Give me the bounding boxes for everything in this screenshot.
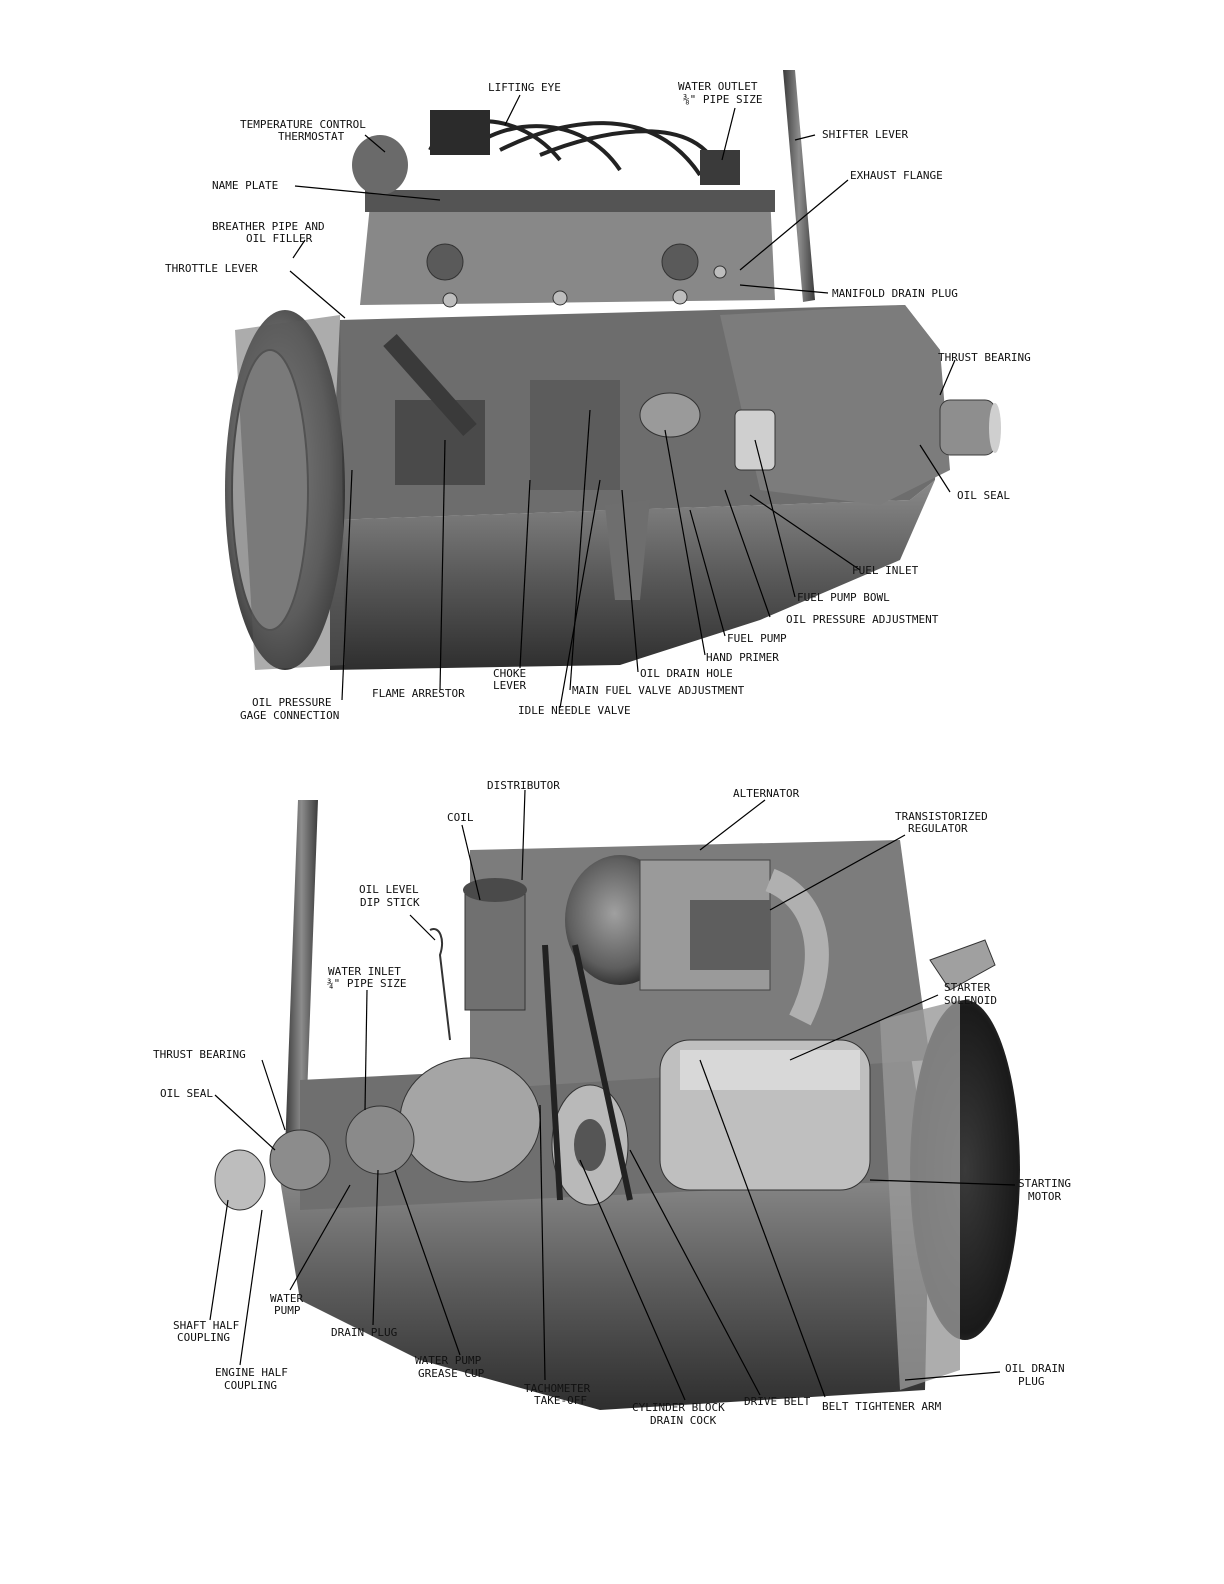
label-oil-seal-bottom: OIL SEAL — [160, 1087, 213, 1100]
leader-lines-bottom — [209, 789, 1016, 1401]
label-thermostat: THERMOSTAT — [278, 130, 345, 143]
label-oil-pressure-adjustment: OIL PRESSURE ADJUSTMENT — [786, 613, 939, 626]
label-shifter-lever: SHIFTER LEVER — [822, 128, 908, 141]
label-water: WATER — [270, 1292, 303, 1305]
label-exhaust-flange: EXHAUST FLANGE — [850, 169, 943, 182]
label-hand-primer: HAND PRIMER — [706, 651, 779, 664]
label-water-outlet: WATER OUTLET — [678, 80, 758, 93]
label-oil-level: OIL LEVEL — [359, 883, 419, 896]
label-water-inlet-size: ¾" PIPE SIZE — [327, 977, 406, 990]
label-fuel-inlet: FUEL INLET — [852, 564, 919, 577]
label-drain-plug: DRAIN PLUG — [331, 1326, 397, 1339]
engine-left-side-photo — [225, 70, 1001, 670]
label-lifting-eye: LIFTING EYE — [488, 81, 561, 94]
label-choke-lever: LEVER — [493, 679, 526, 692]
label-gage-connection: GAGE CONNECTION — [240, 709, 339, 722]
label-name-plate: NAME PLATE — [212, 179, 278, 192]
label-take-off: TAKE-OFF — [534, 1394, 587, 1407]
label-fuel-pump-bowl: FUEL PUMP BOWL — [797, 591, 890, 604]
label-distributor: DISTRIBUTOR — [487, 779, 560, 792]
label-motor: MOTOR — [1028, 1190, 1061, 1203]
label-oil-pressure: OIL PRESSURE — [252, 696, 331, 709]
label-shaft-half: SHAFT HALF — [173, 1319, 239, 1332]
label-water-pump-grease: WATER PUMP — [415, 1354, 482, 1367]
label-breather-pipe: BREATHER PIPE AND — [212, 220, 325, 233]
label-grease-cup: GREASE CUP — [418, 1367, 485, 1380]
label-engine-half: ENGINE HALF — [215, 1366, 288, 1379]
label-drain-cock: DRAIN COCK — [650, 1414, 717, 1427]
label-transistorized: TRANSISTORIZED — [895, 810, 988, 823]
label-thrust-bearing-top: THRUST BEARING — [938, 351, 1031, 364]
label-dip-stick: DIP STICK — [360, 896, 420, 909]
label-pump: PUMP — [274, 1304, 301, 1317]
label-solenoid: SOLENOID — [944, 994, 997, 1007]
label-oil-drain: OIL DRAIN — [1005, 1362, 1065, 1375]
label-cylinder-block: CYLINDER BLOCK — [632, 1401, 725, 1414]
labels-top: LIFTING EYE WATER OUTLET ⅜" PIPE SIZE TE… — [165, 80, 1031, 722]
label-coil: COIL — [447, 811, 474, 824]
label-thrust-bearing-bottom: THRUST BEARING — [153, 1048, 246, 1061]
label-shaft-half-coupling: COUPLING — [177, 1331, 230, 1344]
label-manifold-drain-plug: MANIFOLD DRAIN PLUG — [832, 287, 958, 300]
labels-bottom: DISTRIBUTOR ALTERNATOR TRANSISTORIZED RE… — [153, 779, 1071, 1427]
label-fuel-pump: FUEL PUMP — [727, 632, 787, 645]
label-throttle-lever: THROTTLE LEVER — [165, 262, 258, 275]
label-starting: STARTING — [1018, 1177, 1071, 1190]
label-water-outlet-size: ⅜" PIPE SIZE — [683, 93, 762, 106]
label-drive-belt: DRIVE BELT — [744, 1395, 811, 1408]
label-idle-needle-valve: IDLE NEEDLE VALVE — [518, 704, 631, 717]
label-oil-seal-top: OIL SEAL — [957, 489, 1010, 502]
label-belt-tightener-arm: BELT TIGHTENER ARM — [822, 1400, 942, 1413]
label-main-fuel-valve-adjustment: MAIN FUEL VALVE ADJUSTMENT — [572, 684, 745, 697]
label-oil-drain-plug: PLUG — [1018, 1375, 1045, 1388]
label-temperature-control: TEMPERATURE CONTROL — [240, 118, 366, 131]
label-starter: STARTER — [944, 981, 991, 994]
label-water-inlet: WATER INLET — [328, 965, 401, 978]
label-oil-drain-hole: OIL DRAIN HOLE — [640, 667, 733, 680]
label-alternator: ALTERNATOR — [733, 787, 800, 800]
engine-right-side-photo — [214, 800, 1020, 1410]
label-engine-half-coupling: COUPLING — [224, 1379, 277, 1392]
label-flame-arrestor: FLAME ARRESTOR — [372, 687, 465, 700]
label-choke: CHOKE — [493, 667, 526, 680]
label-oil-filler: OIL FILLER — [246, 232, 313, 245]
label-tachometer: TACHOMETER — [524, 1382, 591, 1395]
label-regulator: REGULATOR — [908, 822, 968, 835]
leader-lines-top — [289, 94, 956, 709]
